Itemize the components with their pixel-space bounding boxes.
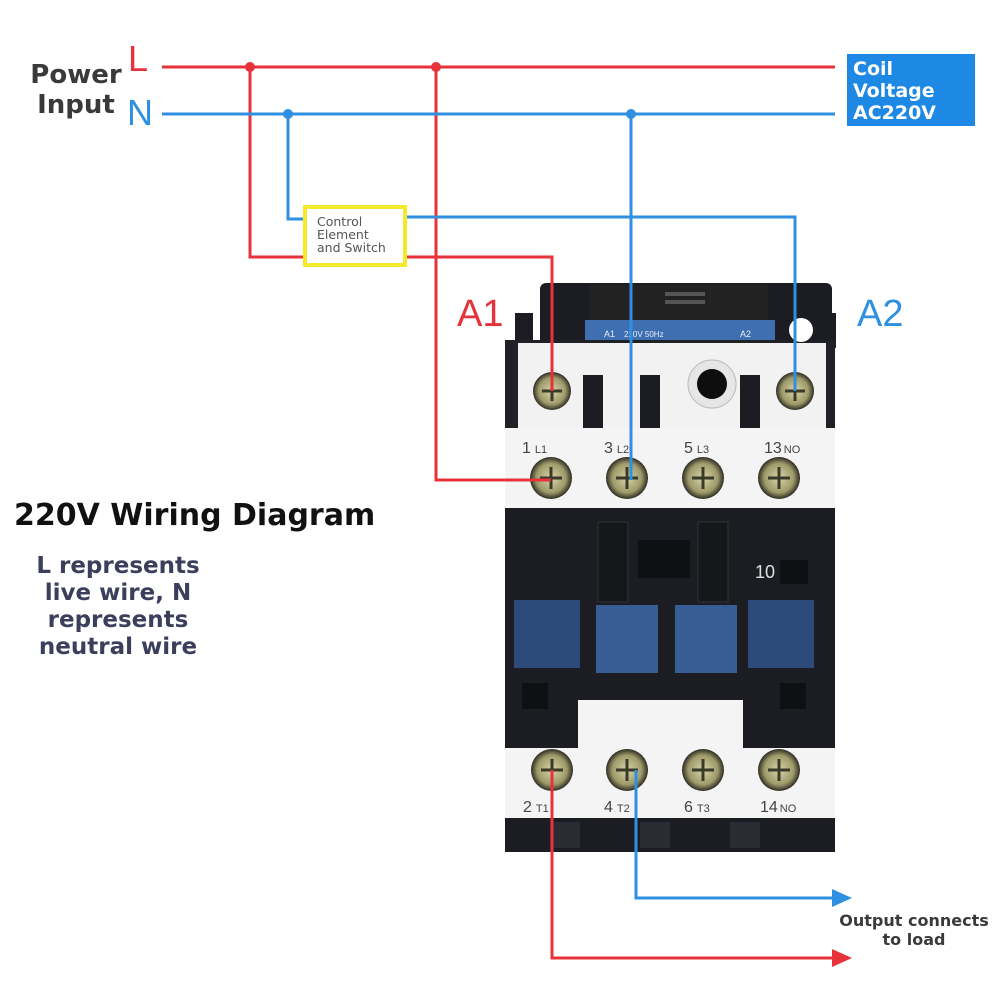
live-to-l1-wire <box>434 67 551 482</box>
a2-label: A2 <box>857 293 904 335</box>
control-element-line2: Element <box>317 227 369 242</box>
screws <box>530 372 814 791</box>
top-terminal-5-num: 5 <box>684 440 693 457</box>
neutral-line-label: N <box>127 92 153 133</box>
screw-14no <box>758 749 800 791</box>
screw-t3 <box>682 749 724 791</box>
screw-l3 <box>682 457 724 499</box>
diagram-title: 220V Wiring Diagram <box>14 498 376 533</box>
coil-voltage-line3: AC220V <box>853 102 937 124</box>
power-input-label: Power Input <box>28 60 124 120</box>
top-terminal-1-num: 1 <box>522 440 531 457</box>
coil-voltage-line1: Coil <box>853 58 894 80</box>
top-terminal-3-sub: L2 <box>617 444 629 456</box>
coil-voltage-line2: Voltage <box>853 80 935 102</box>
screw-l2 <box>606 457 648 499</box>
svg-text:5L3: 5 L3 <box>684 440 709 457</box>
t1-output-wire <box>550 770 835 960</box>
bottom-terminal-6-sub: T3 <box>697 803 710 815</box>
output-note-line2: to load <box>882 930 946 949</box>
screw-t2 <box>606 749 648 791</box>
neutral-junction-2 <box>626 109 636 119</box>
coil-plate-rating: 220V 50Hz <box>624 330 664 339</box>
screw-13no <box>758 457 800 499</box>
bottom-terminal-6-num: 6 <box>684 799 693 816</box>
power-input-line1: Power <box>30 60 122 90</box>
description-line4: neutral wire <box>38 634 198 660</box>
description-line3: represents <box>47 607 189 633</box>
coil-voltage-box: Coil Voltage AC220V <box>847 54 975 126</box>
top-terminal-5-sub: L3 <box>697 444 709 456</box>
blue-window-4 <box>748 600 814 668</box>
description-line2: live wire, N <box>44 580 192 606</box>
control-element-line3: and Switch <box>317 240 386 255</box>
output-note-line1: Output connects <box>839 911 989 930</box>
blue-window-2 <box>596 605 658 673</box>
live-junction-1 <box>245 62 255 72</box>
power-input-line2: Input <box>37 90 115 120</box>
description-line1: L represents <box>36 553 200 579</box>
live-junction-2 <box>431 62 441 72</box>
top-terminal-13-sub: NO <box>784 444 801 456</box>
control-to-a1-wire <box>407 255 554 391</box>
blue-window-3 <box>675 605 737 673</box>
svg-text:4T2: 4 T2 <box>604 799 630 816</box>
aux-code: 10 <box>755 562 775 582</box>
bottom-terminal-14-num: 14 <box>760 799 778 816</box>
screw-l1 <box>530 457 572 499</box>
top-terminal-1-sub: L1 <box>535 444 547 456</box>
control-element-line1: Control <box>317 214 363 229</box>
live-wires <box>162 65 835 960</box>
bottom-terminal-2-num: 2 <box>523 799 532 816</box>
top-terminal-13-num: 13 <box>764 440 782 457</box>
neutral-output-arrow <box>832 889 852 907</box>
a1-label: A1 <box>457 293 504 335</box>
bottom-terminal-4-sub: T2 <box>617 803 630 815</box>
description: L represents live wire, N represents neu… <box>20 553 216 661</box>
control-element-box: Control Element and Switch <box>303 205 407 267</box>
t2-output-wire <box>634 770 835 900</box>
live-line-label: L <box>128 38 149 79</box>
coil-plate-a2: A2 <box>740 329 751 339</box>
top-terminal-3-num: 3 <box>604 440 613 457</box>
svg-text:3L2: 3 L2 <box>604 440 629 457</box>
indicator-window <box>697 369 727 399</box>
bottom-terminal-2-sub: T1 <box>536 803 549 815</box>
neutral-wires <box>162 112 835 900</box>
blue-window-1 <box>514 600 580 668</box>
neutral-to-control-wire <box>286 114 303 221</box>
svg-text:1L1: 1 L1 <box>522 440 547 457</box>
coil-plate-a1: A1 <box>604 329 615 339</box>
bottom-terminal-14-sub: NO <box>780 803 797 815</box>
bottom-terminal-4-num: 4 <box>604 799 613 816</box>
svg-text:6T3: 6 T3 <box>684 799 710 816</box>
control-to-a2-wire <box>407 215 797 391</box>
live-to-control-wire <box>248 67 303 259</box>
svg-text:2T1: 2 T1 <box>523 799 549 816</box>
live-output-arrow <box>832 949 852 967</box>
neutral-junction-1 <box>283 109 293 119</box>
output-note: Output connects to load <box>834 911 994 949</box>
